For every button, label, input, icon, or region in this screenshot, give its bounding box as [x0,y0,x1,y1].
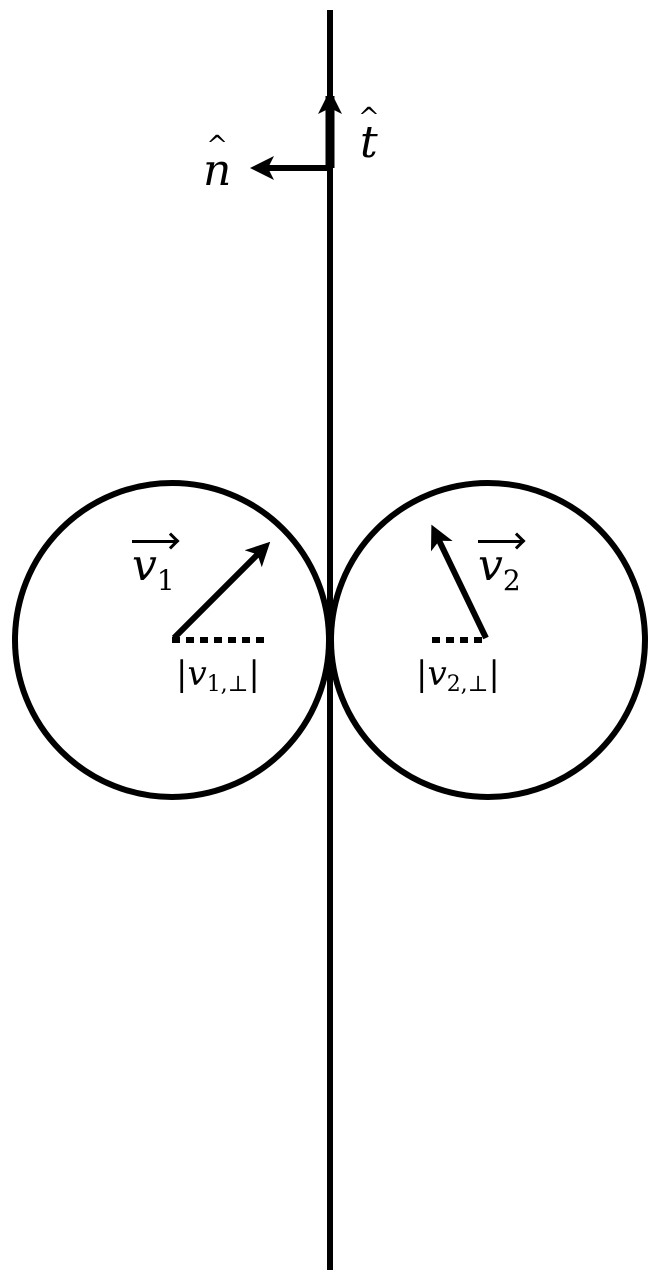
v1-perp-close: | [248,654,260,694]
v2-perp-label: |v2,⊥| [416,654,500,697]
v2-sub: 2 [502,564,521,597]
v1-sub: 1 [156,564,175,597]
n-hat-letter: n [203,145,232,196]
n-hat-caret: ^ [206,131,229,161]
v2-arrow [430,524,489,640]
v1-perp-sub: 1,⊥ [206,672,249,697]
n-hat-label: ^n [203,131,232,196]
v1-arrow [171,541,271,641]
t-hat-caret: ^ [357,103,380,133]
v2-base: v [478,540,503,591]
ball-2 [328,480,648,800]
v2-perp-base: v [427,654,447,694]
t-hat-letter: t [360,117,378,168]
v1-base: v [132,540,157,591]
v2-label: v2 [478,540,521,597]
v2-perp-open: | [416,654,428,694]
v1-perp-base: v [187,654,207,694]
v2-perp-sub: 2,⊥ [446,672,489,697]
v2-perp-close: | [488,654,500,694]
t-hat-label: ^t [358,103,380,168]
v1-overarrow [132,540,175,547]
v2-overarrow [478,540,521,547]
v1-perp-open: | [176,654,188,694]
v1-label: v1 [132,540,175,597]
v1-perp-label: |v1,⊥| [176,654,260,697]
